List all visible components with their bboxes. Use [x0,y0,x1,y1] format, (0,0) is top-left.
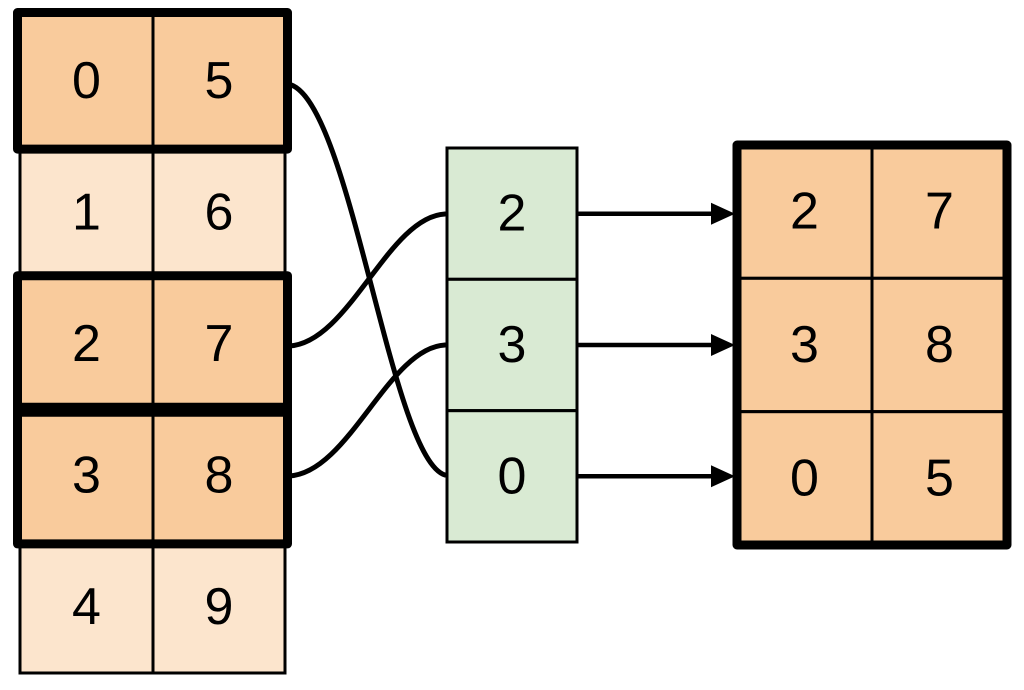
source-value-r3c1: 8 [205,447,234,505]
source-value-r1c1: 6 [205,183,234,241]
result-cell-r2c1 [870,410,1009,547]
source-value-r0c0: 0 [72,52,101,110]
index-value-1: 3 [498,316,527,374]
result-value-r0c0: 2 [790,183,819,241]
result-value-r0c1: 7 [925,183,954,241]
source-table: 0 5 1 6 2 7 3 8 4 9 [13,8,292,675]
arrowhead-index-3-to-result-row1 [711,334,735,356]
source-value-r1c0: 1 [72,183,101,241]
result-value-r1c1: 8 [925,316,954,374]
result-cell-r0c1 [870,143,1009,280]
index-value-0: 2 [498,185,527,243]
curve-source-row3-to-index-3 [286,342,448,479]
source-cell-r1c0 [18,145,155,280]
connector-curves [285,81,448,479]
result-value-r1c0: 3 [790,316,819,374]
curve-source-row2-to-index-2 [286,211,448,349]
result-table-border [732,140,1012,550]
result-value-r2c1: 5 [925,449,954,507]
source-value-r4c1: 9 [205,578,234,636]
index-cell-1 [445,277,579,413]
source-cell-r3c1 [151,408,287,543]
result-table: 2 7 3 8 0 5 [732,140,1012,550]
result-arrows [577,202,735,488]
source-value-r2c1: 7 [205,315,234,373]
source-value-r3c0: 3 [72,447,101,505]
result-cell-r0c0 [735,143,874,280]
source-cell-r0c0 [18,13,155,149]
index-cell-2 [445,409,579,544]
source-cell-r4c0 [18,539,155,675]
source-value-r2c0: 2 [72,315,101,373]
source-row0-highlight-border [13,8,292,154]
arrowhead-index-0-to-result-row2 [711,465,735,488]
source-value-r4c0: 4 [72,578,101,636]
result-cell-r2c0 [735,410,874,547]
arrowhead-index-2-to-result-row0 [711,202,735,225]
result-value-r2c0: 0 [790,449,819,507]
index-value-2: 0 [498,447,527,505]
source-value-r0c1: 5 [205,52,234,110]
index-column: 2 3 0 [445,146,579,544]
